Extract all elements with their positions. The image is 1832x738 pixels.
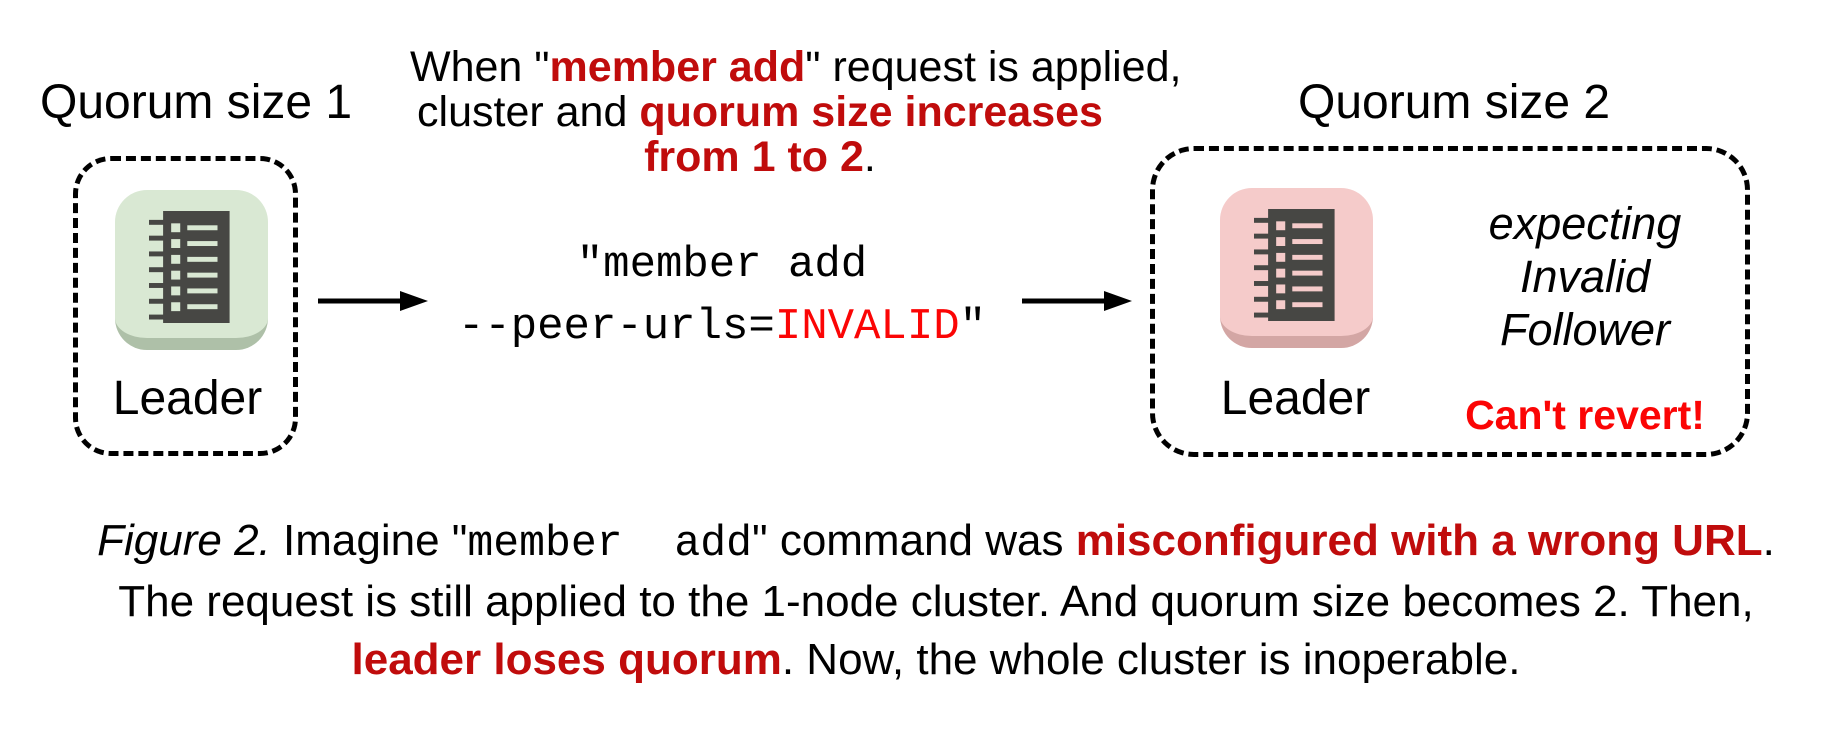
annotation-line-2: cluster and quorum size increases <box>417 88 1103 136</box>
from-1-to-2-highlight: from 1 to 2 <box>644 133 864 181</box>
leader-loses-quorum-highlight: leader loses quorum <box>351 635 782 684</box>
server-icon <box>1220 188 1373 348</box>
invalid-url-highlight: INVALID <box>774 302 960 352</box>
cant-revert-warning: Can't revert! <box>1465 392 1705 438</box>
expecting-invalid-follower-note: expecting Invalid Follower <box>1488 198 1682 355</box>
right-arrow-icon <box>1022 291 1132 311</box>
left-leader-label: Leader <box>112 372 263 425</box>
right-cluster-box: Leader expecting Invalid Follower Can't … <box>1150 146 1750 457</box>
figure-number: Figure 2. <box>97 516 271 565</box>
command-line-1: "member add <box>576 240 868 290</box>
quorum-increase-highlight: quorum size increases <box>639 88 1103 136</box>
annotation-line-1: When "member add" request is applied, <box>410 43 1182 91</box>
member-add-highlight: member add <box>549 43 806 91</box>
caption-line-2: The request is still applied to the 1-no… <box>118 577 1754 626</box>
left-quorum-heading: Quorum size 1 <box>40 76 353 129</box>
right-leader-label: Leader <box>1220 372 1371 425</box>
misconfigured-highlight: misconfigured with a wrong URL <box>1075 516 1763 565</box>
server-icon-glyph <box>1253 208 1335 322</box>
caption-member-add-code: member add <box>467 519 752 568</box>
command-line-2: --peer-urls=INVALID" <box>457 302 987 352</box>
caption-line-1: Figure 2. Imagine "member add" command w… <box>97 516 1775 568</box>
right-quorum-heading: Quorum size 2 <box>1298 76 1611 129</box>
left-cluster-box: Leader <box>73 156 298 456</box>
member-add-command: "member add --peer-urls=INVALID" <box>422 234 1022 358</box>
figure-caption: Figure 2. Imagine "member add" command w… <box>20 512 1832 689</box>
annotation-line-3: from 1 to 2. <box>644 133 876 181</box>
server-icon <box>115 190 268 350</box>
caption-line-3: leader loses quorum. Now, the whole clus… <box>351 635 1521 684</box>
right-arrow-icon <box>318 291 428 311</box>
member-add-annotation: When "member add" request is applied, cl… <box>410 43 1182 181</box>
server-icon-glyph <box>148 210 230 324</box>
